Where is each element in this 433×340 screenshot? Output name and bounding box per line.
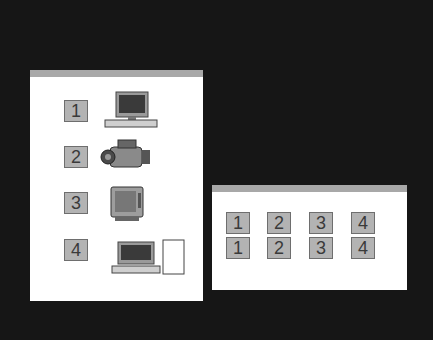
callout-number: 2 (71, 148, 81, 166)
callout-number: 3 (71, 194, 81, 212)
camcorder-icon (101, 140, 150, 167)
callout-number: 3 (316, 239, 326, 257)
number-box: 3 (64, 192, 88, 214)
desktop-tower-icon (112, 240, 184, 274)
panel-header (30, 70, 203, 77)
callout-number: 3 (316, 214, 326, 232)
callout-number: 2 (274, 239, 284, 257)
number-box: 4 (64, 239, 88, 261)
callout-number: 1 (71, 102, 81, 120)
number-box: 4 (351, 212, 375, 234)
left-panel (30, 70, 203, 301)
number-box: 2 (267, 212, 291, 234)
callout-number: 4 (71, 241, 81, 259)
number-box: 4 (351, 237, 375, 259)
number-box: 1 (64, 100, 88, 122)
callout-number: 2 (274, 214, 284, 232)
callout-number: 4 (358, 214, 368, 232)
number-box: 2 (64, 146, 88, 168)
number-box: 1 (226, 212, 250, 234)
callout-number: 1 (233, 214, 243, 232)
number-box: 3 (309, 237, 333, 259)
number-box: 1 (226, 237, 250, 259)
panel-header (212, 185, 407, 192)
television-icon (111, 187, 143, 221)
number-box: 2 (267, 237, 291, 259)
right-panel (212, 185, 407, 290)
number-box: 3 (309, 212, 333, 234)
callout-number: 1 (233, 239, 243, 257)
callout-number: 4 (358, 239, 368, 257)
computer-icon (105, 92, 157, 127)
